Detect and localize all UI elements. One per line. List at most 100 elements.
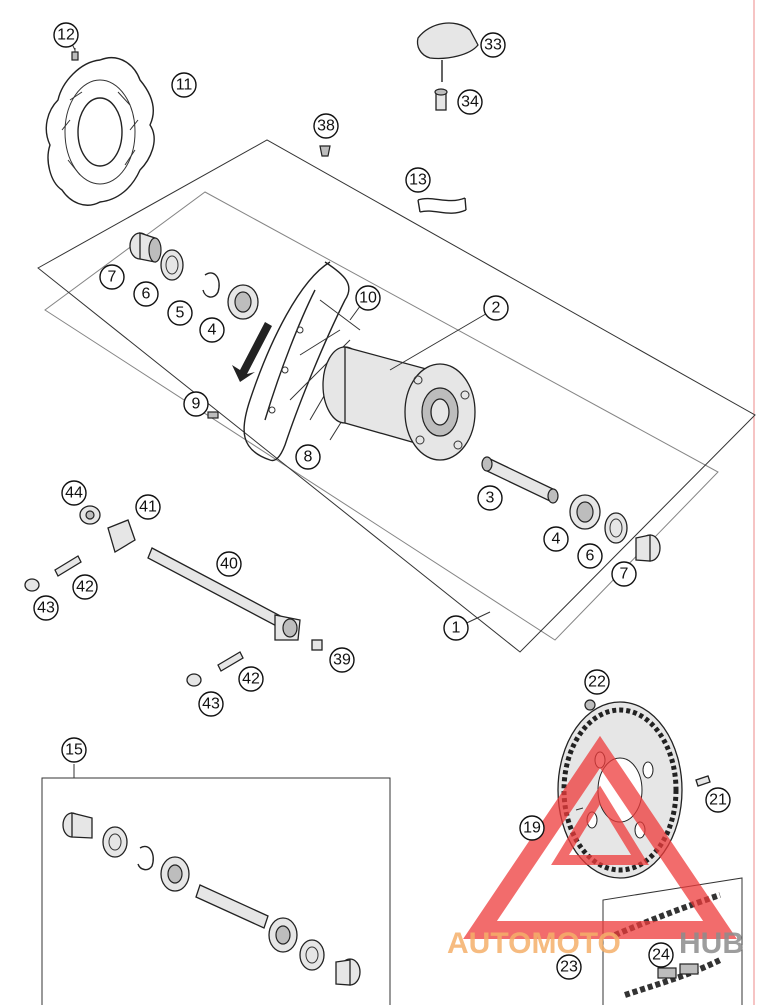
svg-text:42: 42 (76, 579, 94, 596)
callout-43-upper: 43 (33, 595, 59, 621)
left-bearing (227, 284, 259, 320)
axle-spacer (481, 456, 559, 504)
callout-10: 10 (355, 285, 381, 311)
hub (322, 346, 476, 461)
callout-1: 1 (443, 615, 469, 641)
callout-19: 19 (519, 815, 545, 841)
left-circlip (202, 272, 220, 298)
callout-23: 23 (556, 954, 582, 980)
rim-tape (417, 197, 467, 214)
axle (147, 547, 301, 641)
svg-text:41: 41 (139, 499, 157, 516)
callout-24: 24 (648, 942, 674, 968)
svg-text:13: 13 (409, 172, 427, 189)
callout-43-lower: 43 (198, 691, 224, 717)
callout-38: 38 (313, 113, 339, 139)
adjuster-bolt-upper (54, 555, 82, 577)
adjuster-nut-lower (186, 673, 202, 687)
kit-circlip (137, 845, 154, 871)
svg-text:43: 43 (37, 600, 55, 617)
svg-text:21: 21 (709, 792, 727, 809)
callout-42-upper: 42 (72, 574, 98, 600)
watermark-text-1: AUTOMOTO (447, 927, 621, 960)
callout-6-left: 6 (133, 281, 159, 307)
callout-44: 44 (61, 480, 87, 506)
callout-22: 22 (584, 669, 610, 695)
callout-8: 8 (295, 444, 321, 470)
watermark-text-2: HUB (679, 927, 744, 960)
right-seal (604, 512, 628, 544)
svg-text:10: 10 (359, 290, 377, 307)
right-spacer (635, 534, 661, 562)
svg-text:4: 4 (552, 531, 561, 548)
svg-text:15: 15 (65, 742, 83, 759)
callout-7-left: 7 (99, 264, 125, 290)
sprocket-bolt (695, 775, 711, 787)
seat-part (416, 22, 479, 82)
kit-spacer (62, 812, 93, 839)
callout-11: 11 (171, 72, 197, 98)
chain-box (602, 877, 743, 1005)
spoke-nipple (207, 411, 219, 419)
left-spacer (129, 232, 162, 263)
svg-text:40: 40 (220, 556, 238, 573)
callout-9: 9 (183, 391, 209, 417)
kit-spacer-right (335, 958, 361, 986)
callout-12: 12 (53, 22, 79, 48)
svg-text:11: 11 (176, 77, 193, 94)
left-seal (160, 249, 184, 281)
callout-41: 41 (135, 494, 161, 520)
kit-seal (102, 826, 128, 858)
svg-text:4: 4 (208, 322, 217, 339)
callout-4-left: 4 (199, 317, 225, 343)
rotation-arrow (232, 322, 272, 382)
callout-15: 15 (61, 737, 87, 763)
svg-text:43: 43 (202, 696, 220, 713)
svg-text:24: 24 (652, 947, 670, 964)
svg-text:33: 33 (484, 37, 502, 54)
kit-axle-spacer (195, 884, 269, 929)
svg-text:1: 1 (452, 620, 461, 637)
callout-7-right: 7 (611, 561, 637, 587)
svg-text:8: 8 (304, 449, 313, 466)
callout-34: 34 (457, 89, 483, 115)
callout-21: 21 (705, 787, 731, 813)
small-plug (319, 145, 331, 157)
svg-text:2: 2 (492, 300, 501, 317)
callout-33: 33 (480, 32, 506, 58)
callout-40: 40 (216, 551, 242, 577)
svg-text:23: 23 (560, 959, 578, 976)
brake-disc (45, 57, 155, 206)
callout-4-right: 4 (543, 526, 569, 552)
axle-nut (79, 505, 101, 525)
svg-text:34: 34 (461, 94, 479, 111)
svg-text:9: 9 (192, 396, 201, 413)
kit-bearing-left (160, 856, 190, 892)
callout-5: 5 (167, 300, 193, 326)
rim (243, 261, 350, 462)
callout-3: 3 (477, 485, 503, 511)
axle-cap (311, 639, 323, 651)
svg-text:6: 6 (142, 286, 151, 303)
svg-text:38: 38 (317, 118, 335, 135)
svg-text:19: 19 (523, 820, 541, 837)
sprocket-nut (584, 699, 596, 711)
svg-text:3: 3 (486, 490, 495, 507)
callout-39: 39 (329, 647, 355, 673)
seat-bolt (434, 88, 448, 111)
adjuster-nut-upper (24, 578, 40, 592)
svg-text:5: 5 (176, 305, 185, 322)
callout-6-right: 6 (577, 543, 603, 569)
chain-adjuster-left (107, 519, 136, 553)
svg-text:39: 39 (333, 652, 351, 669)
callout-2: 2 (483, 295, 509, 321)
svg-text:12: 12 (57, 27, 75, 44)
callout-42-lower: 42 (238, 666, 264, 692)
adjuster-bolt-lower (217, 651, 244, 672)
hub-kit-box (41, 777, 391, 1005)
svg-text:7: 7 (620, 566, 629, 583)
svg-text:22: 22 (588, 674, 606, 691)
svg-text:6: 6 (586, 548, 595, 565)
right-bearing (569, 494, 601, 530)
